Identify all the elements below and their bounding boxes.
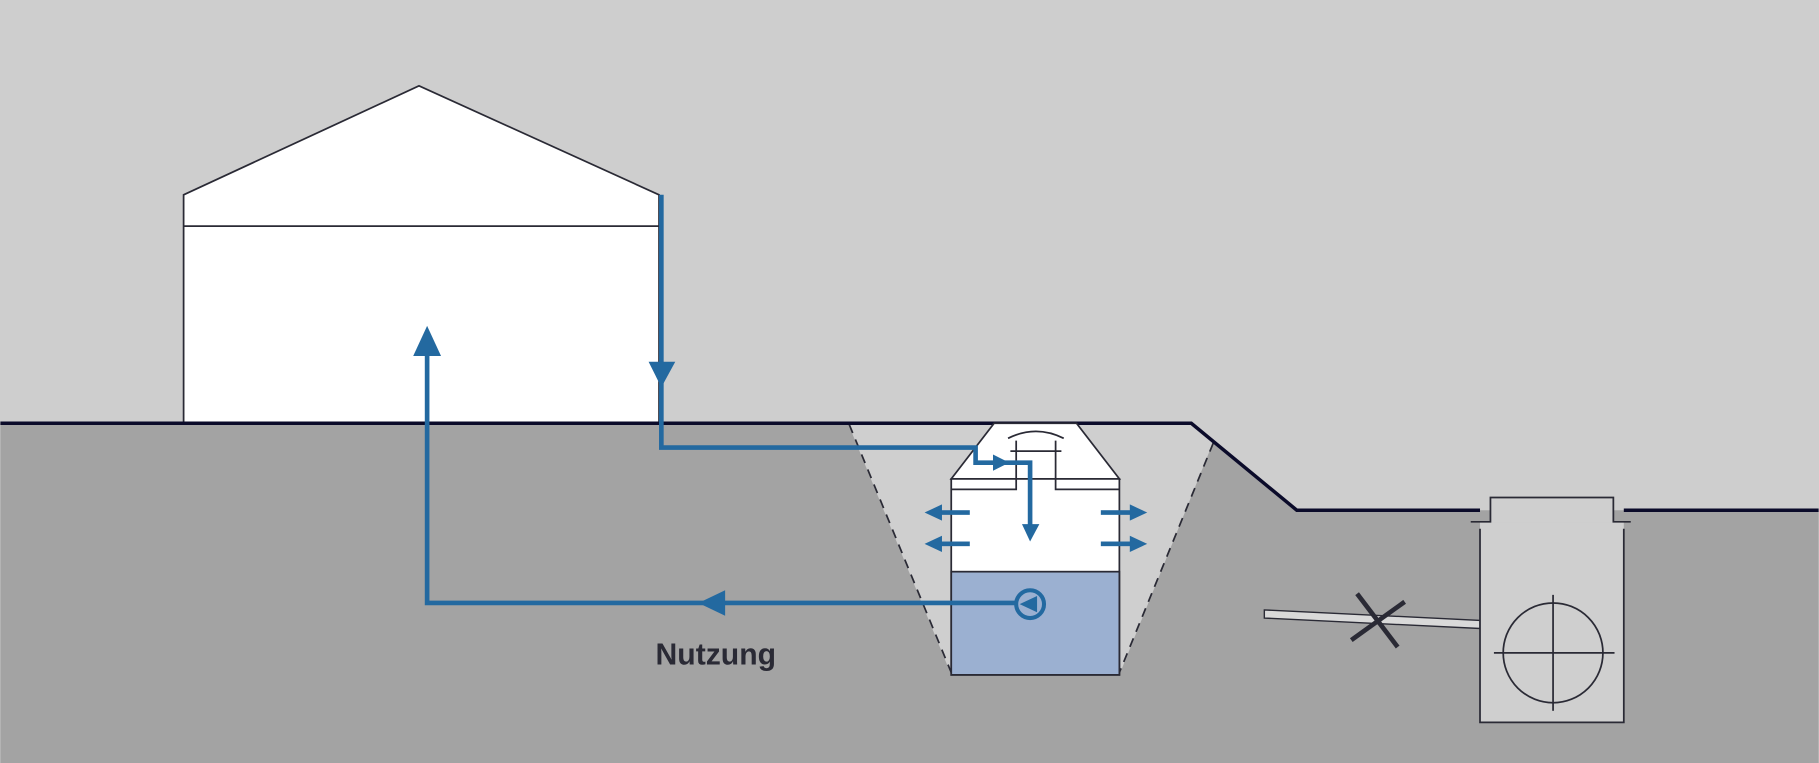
- arrow-left-icon: [924, 535, 942, 552]
- usage-pipe: [413, 325, 1047, 621]
- house: [182, 84, 660, 425]
- water-level: [950, 570, 1121, 676]
- pit-edge-left: [848, 424, 953, 673]
- inflow-pipe: [659, 194, 1033, 532]
- pit-edge-right: [1118, 442, 1215, 673]
- inspection-shaft: [1470, 496, 1631, 724]
- ground: [0, 423, 1819, 763]
- arrow-up-icon: [413, 325, 442, 356]
- arrow-right-icon: [1129, 504, 1148, 521]
- infiltration-arrows: [924, 504, 1148, 552]
- arrow-left-icon: [698, 590, 726, 616]
- blocked-sewer-pipe: [1263, 592, 1481, 649]
- usage-label: Nutzung: [656, 638, 776, 671]
- arrow-right-icon: [1129, 535, 1148, 552]
- pump-icon: [1014, 588, 1047, 621]
- ground-surface-line: [0, 421, 1819, 512]
- blocked-x-icon: [1349, 592, 1406, 649]
- arrow-down-icon: [1021, 524, 1040, 542]
- arrow-left-icon: [924, 504, 942, 521]
- arrow-down-icon: [648, 361, 676, 388]
- arrow-right-icon: [992, 454, 1010, 471]
- lid-icon: [1007, 430, 1065, 440]
